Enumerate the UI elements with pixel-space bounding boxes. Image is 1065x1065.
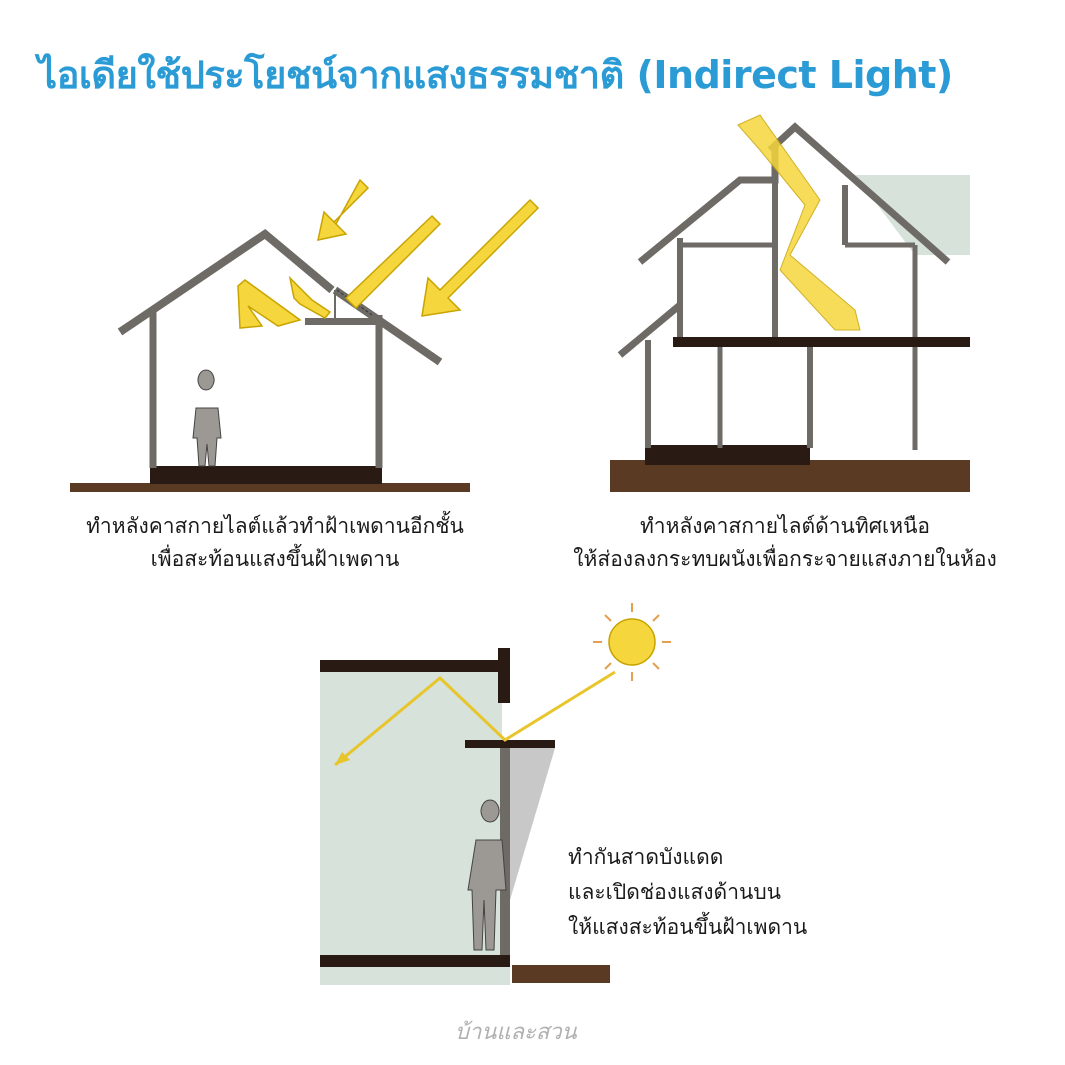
caption-line: ทำหลังคาสกายไลต์ด้านทิศเหนือ: [639, 514, 931, 538]
ground: [610, 460, 970, 492]
brand-logo: บ้านและสวน: [455, 1020, 577, 1045]
caption-line: ทำหลังคาสกายไลต์แล้วทำฝ้าเพดานอีกชั้น: [86, 514, 464, 538]
ground: [70, 483, 470, 492]
light-ray: [334, 670, 616, 767]
roof: [117, 228, 335, 336]
caption-diagram-1: ทำหลังคาสกายไลต์แล้วทำฝ้าเพดานอีกชั้น เพ…: [50, 510, 500, 576]
caption-line: เพื่อสะท้อนแสงขึ้นฝ้าเพดาน: [150, 547, 400, 571]
page-title: ไอเดียใช้ประโยชน์จากแสงธรรมชาติ (Indirec…: [38, 53, 953, 97]
diagram-skylight-ceiling: [70, 178, 540, 492]
floor-slab: [645, 445, 810, 465]
middle-floor: [673, 337, 970, 347]
top-slab: [320, 660, 510, 672]
sun-icon: [593, 603, 671, 681]
roof: [617, 302, 683, 358]
overhang: [465, 740, 555, 748]
room: [320, 668, 502, 958]
wall: [498, 648, 510, 703]
person-icon: [467, 799, 507, 951]
ceiling-panel: [305, 318, 377, 325]
shadow: [510, 748, 555, 900]
caption-diagram-3: ทำกันสาดบังแดด และเปิดช่องแสงด้านบน ให้แ…: [568, 840, 807, 945]
caption-diagram-2: ทำหลังคาสกายไลต์ด้านทิศเหนือ ให้ส่องลงกร…: [535, 510, 1035, 576]
diagram-north-skylight: [610, 114, 970, 492]
light-beam: [737, 114, 861, 331]
caption-line: ทำกันสาดบังแดด: [568, 845, 724, 869]
sunlight-arrows: [237, 178, 540, 329]
caption-line: ให้แสงสะท้อนขึ้นฝ้าเพดาน: [568, 915, 808, 939]
caption-line: ให้ส่องลงกระทบผนังเพื่อกระจายแสงภายในห้อ…: [573, 547, 997, 571]
diagram-overhang: [320, 603, 671, 985]
caption-line: และเปิดช่องแสงด้านบน: [568, 880, 782, 904]
bottom-floor: [320, 955, 510, 967]
floor-slab: [150, 466, 382, 484]
person-icon: [192, 369, 222, 467]
ground: [512, 965, 610, 983]
